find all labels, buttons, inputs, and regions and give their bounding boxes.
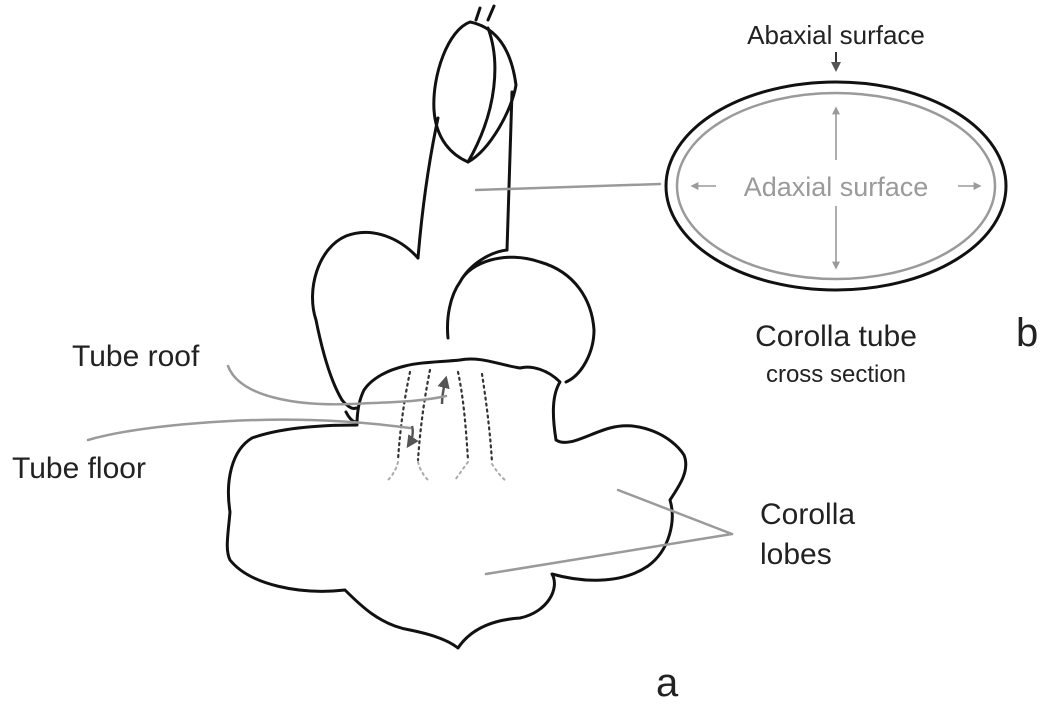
cross-section: Abaxial surface Adaxial surface Corolla … <box>666 20 1038 388</box>
nectar-guide-fade-3 <box>455 462 468 480</box>
flower-bud <box>434 22 516 162</box>
corolla-lobes-leader-upper <box>618 490 732 534</box>
corolla-lobes-leader-lower <box>486 534 732 574</box>
corolla-tube <box>418 92 512 258</box>
tube-roof-leader <box>228 366 446 404</box>
panel-a-label: a <box>656 661 679 705</box>
nectar-guide-fade-4 <box>492 464 505 480</box>
corolla-lobes-label-line1: Corolla <box>760 498 855 531</box>
nectar-guide-1 <box>398 372 410 460</box>
tube-floor-label: Tube floor <box>12 452 146 485</box>
tube-floor-leader <box>88 420 410 440</box>
corolla-lobes-label-line2: lobes <box>760 538 832 571</box>
cross-section-caption-line2: cross section <box>766 361 906 388</box>
adaxial-surface-label: Adaxial surface <box>744 172 929 202</box>
nectar-guide-3 <box>458 372 468 460</box>
annotation-lines <box>88 184 732 574</box>
tube-section-leader <box>476 184 660 190</box>
abaxial-surface-label: Abaxial surface <box>747 20 925 50</box>
nectar-guide-2 <box>418 370 430 460</box>
nectar-guide-4 <box>482 374 492 462</box>
tube-roof-label: Tube roof <box>72 340 200 373</box>
nectar-guide-fade-2 <box>418 462 428 480</box>
panel-b-label: b <box>1016 311 1038 355</box>
nectar-guide-fade-1 <box>388 462 398 480</box>
pedicel <box>476 6 494 20</box>
throat-arrow-up <box>442 378 446 404</box>
cross-section-caption-line1: Corolla tube <box>755 320 917 353</box>
